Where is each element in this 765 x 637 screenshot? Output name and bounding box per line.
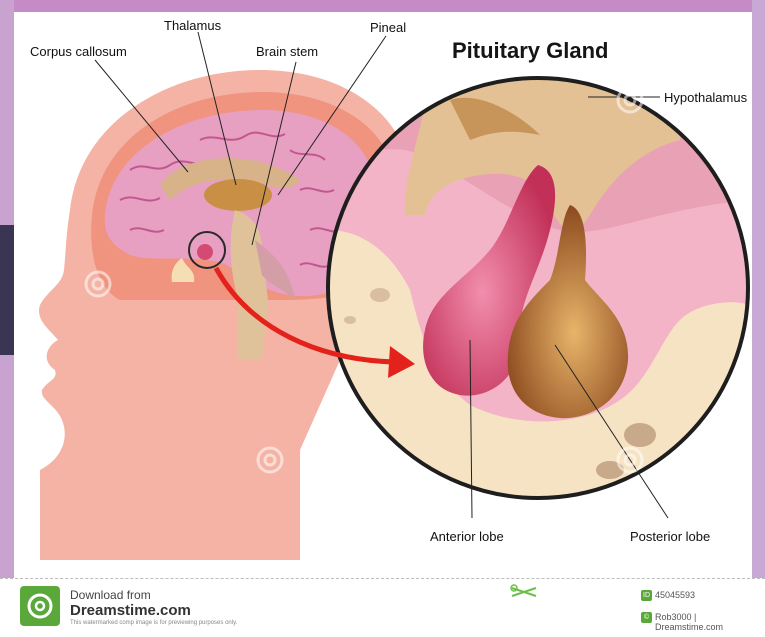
label-hypothalamus: Hypothalamus — [664, 90, 747, 105]
label-corpus-callosum: Corpus callosum — [30, 44, 127, 59]
pituitary-small — [197, 244, 213, 260]
brand-name[interactable]: Dreamstime.com — [70, 602, 191, 619]
footer-divider — [0, 578, 765, 579]
label-anterior-lobe: Anterior lobe — [430, 529, 504, 544]
image-credit: Rob3000 | Dreamstime.com — [655, 612, 765, 632]
label-pineal: Pineal — [370, 20, 406, 35]
download-prefix: Download from — [70, 588, 151, 602]
image-id: 45045593 — [655, 590, 695, 600]
label-brain-stem: Brain stem — [256, 44, 318, 59]
watermark-note: This watermarked comp image is for previ… — [70, 620, 237, 626]
stock-footer: Download from Dreamstime.com This waterm… — [0, 578, 765, 632]
scissors-icon — [510, 584, 538, 600]
copyright-badge-icon: © — [641, 612, 652, 623]
label-posterior-lobe: Posterior lobe — [630, 529, 710, 544]
dreamstime-swirl-icon — [20, 586, 60, 626]
top-banner-strip — [0, 0, 765, 12]
diagram-title: Pituitary Gland — [452, 38, 608, 64]
label-thalamus: Thalamus — [164, 18, 221, 33]
magnified-view — [328, 78, 748, 498]
id-badge-icon: ID — [641, 590, 652, 601]
